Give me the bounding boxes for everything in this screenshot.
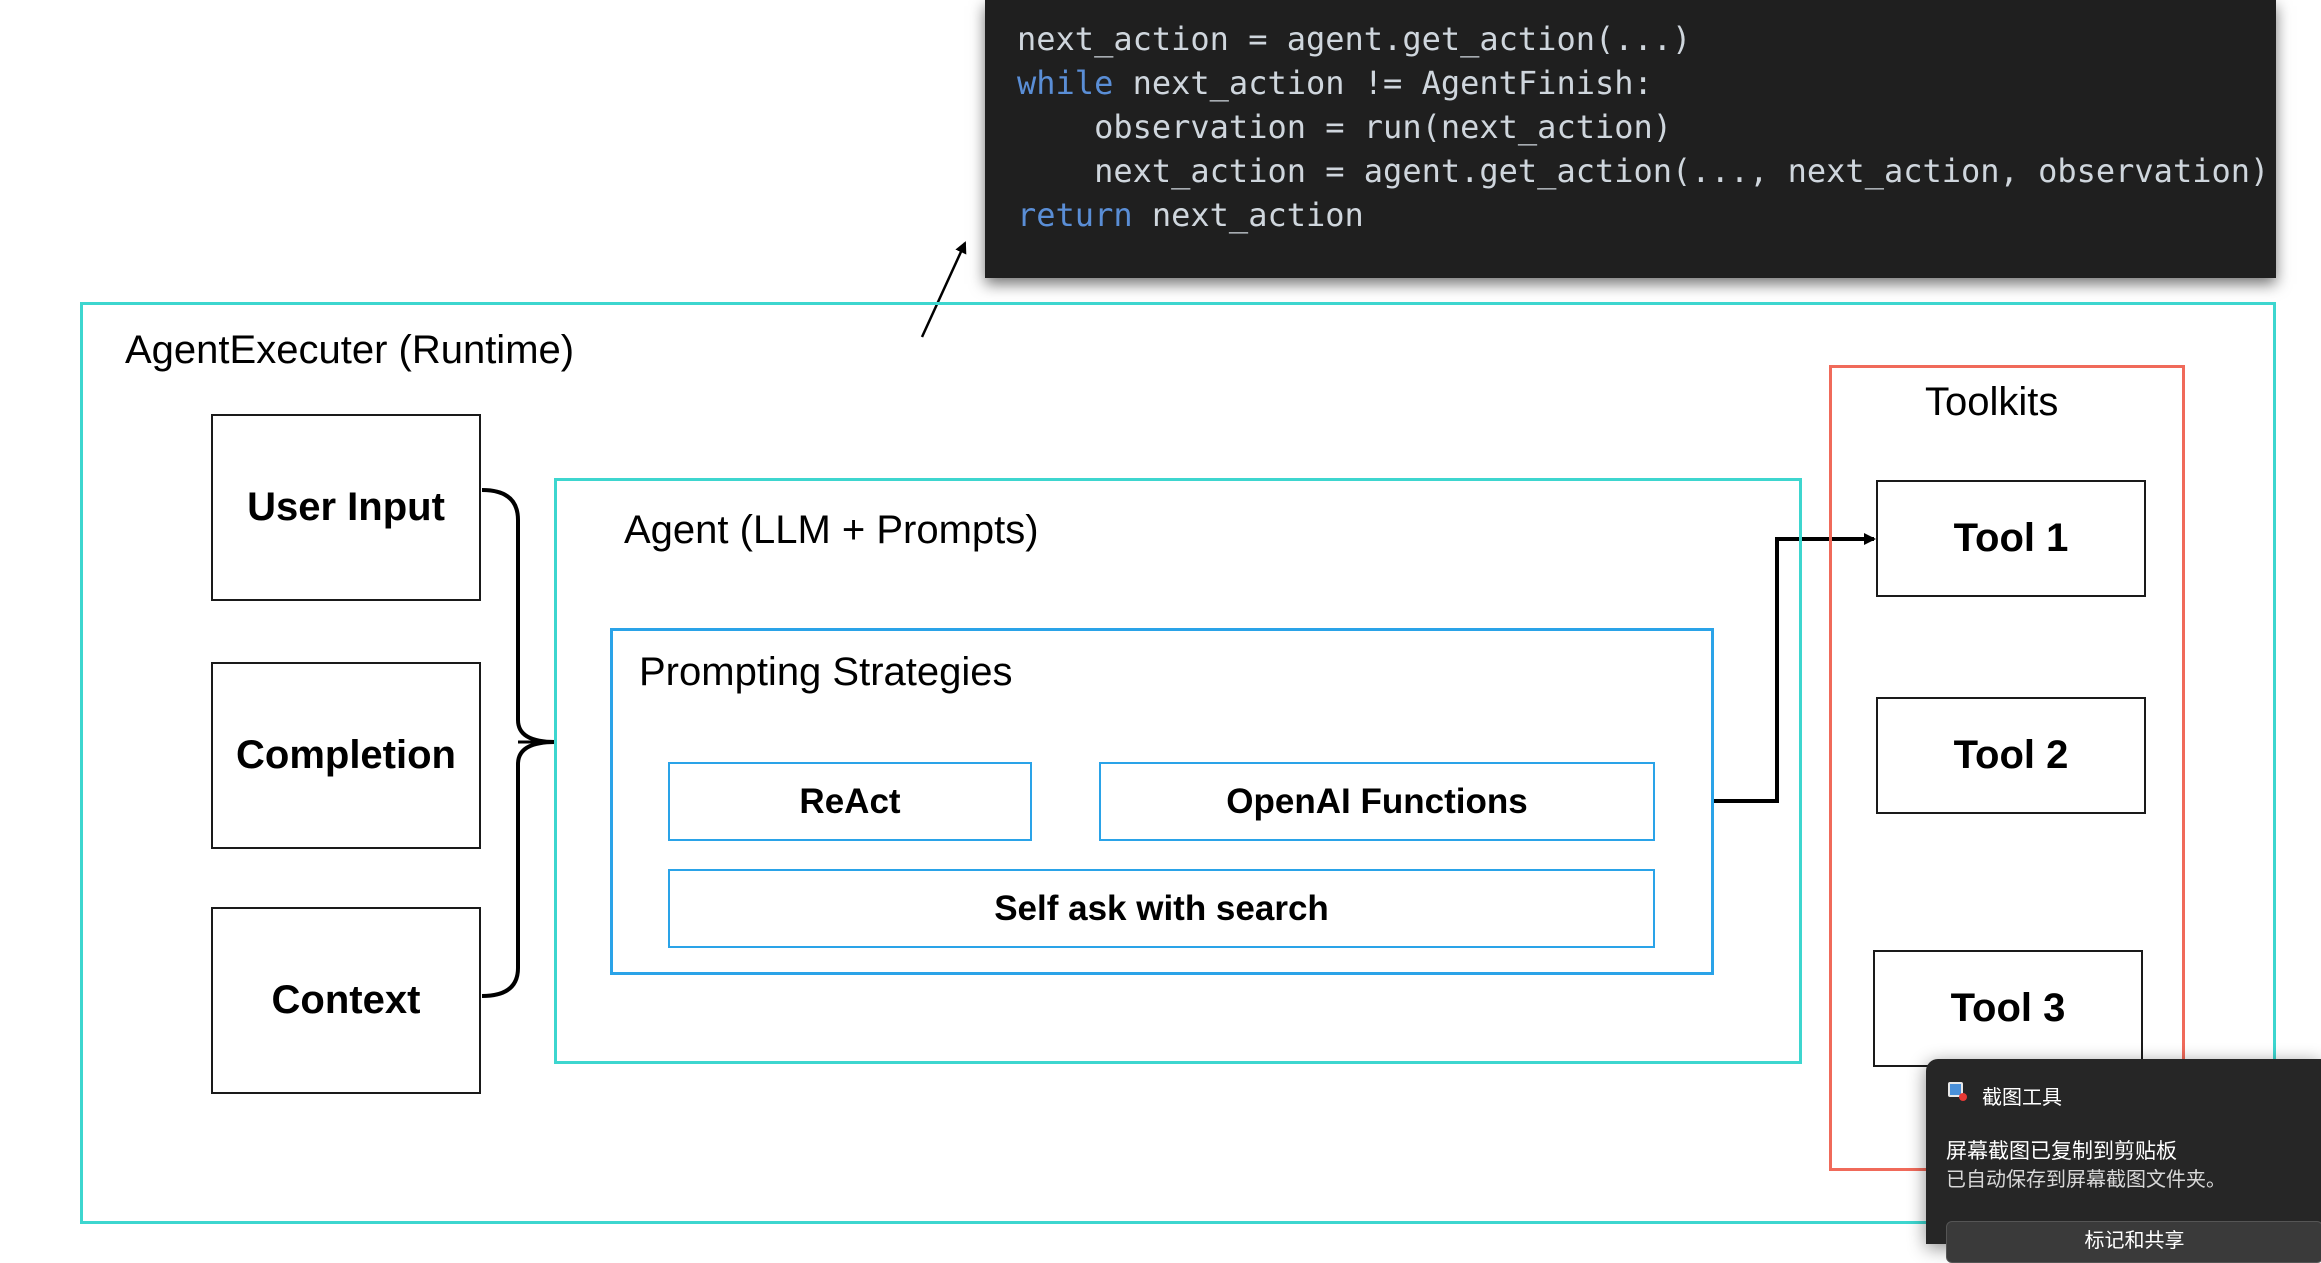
runtime-to-code-arrow	[920, 241, 967, 338]
react-label: ReAct	[799, 781, 901, 821]
tool-2-box: Tool 2	[1876, 697, 2146, 814]
code-keyword-return: return	[1017, 196, 1133, 234]
snipping-tool-icon	[1948, 1082, 1967, 1101]
code-line-5: return next_action	[1017, 196, 1364, 234]
toast-app-name: 截图工具	[1982, 1085, 2062, 1109]
prompting-strategies-container	[610, 628, 1714, 975]
agent-container	[554, 478, 1802, 1064]
tool-3-box: Tool 3	[1873, 950, 2143, 1067]
self-ask-box: Self ask with search	[668, 869, 1655, 948]
markup-and-share-button[interactable]: 标记和共享	[1946, 1221, 2321, 1263]
user-input-label: User Input	[247, 485, 445, 529]
code-line-4: next_action = agent.get_action(..., next…	[1017, 152, 2270, 190]
react-box: ReAct	[668, 762, 1032, 841]
code-line-2: while next_action != AgentFinish:	[1017, 64, 1653, 102]
openai-functions-label: OpenAI Functions	[1226, 781, 1528, 821]
strategies-to-tool1-connector	[1713, 533, 1876, 803]
toolkits-title: Toolkits	[1925, 380, 2059, 424]
self-ask-label: Self ask with search	[994, 888, 1329, 928]
agent-title: Agent (LLM + Prompts)	[624, 508, 1039, 552]
toast-message-body: 已自动保存到屏幕截图文件夹。	[1946, 1167, 2226, 1191]
code-line-2-rest: next_action != AgentFinish:	[1113, 64, 1653, 102]
code-line-1: next_action = agent.get_action(...)	[1017, 20, 1692, 58]
code-keyword-while: while	[1017, 64, 1114, 102]
context-box: Context	[211, 907, 481, 1094]
toast-message-title: 屏幕截图已复制到剪贴板	[1946, 1139, 2177, 1163]
code-line-3: observation = run(next_action)	[1017, 108, 1673, 146]
runtime-container	[80, 302, 2276, 1224]
runtime-title: AgentExecuter (Runtime)	[125, 328, 575, 372]
openai-functions-box: OpenAI Functions	[1099, 762, 1655, 841]
completion-label: Completion	[236, 733, 456, 777]
user-input-box: User Input	[211, 414, 481, 601]
tool-3-label: Tool 3	[1950, 986, 2066, 1030]
snip-notification-toast[interactable]: 截图工具 屏幕截图已复制到剪贴板 已自动保存到屏幕截图文件夹。 标记和共享	[1926, 1059, 2321, 1263]
tool-2-label: Tool 2	[1953, 733, 2069, 777]
tool-1-box: Tool 1	[1876, 480, 2146, 597]
code-line-5-rest: next_action	[1132, 196, 1364, 234]
completion-box: Completion	[211, 662, 481, 849]
prompting-strategies-title: Prompting Strategies	[639, 650, 1013, 694]
context-label: Context	[271, 978, 421, 1022]
code-panel: next_action = agent.get_action(...) whil…	[985, 0, 2276, 278]
tool-1-label: Tool 1	[1953, 516, 2069, 560]
